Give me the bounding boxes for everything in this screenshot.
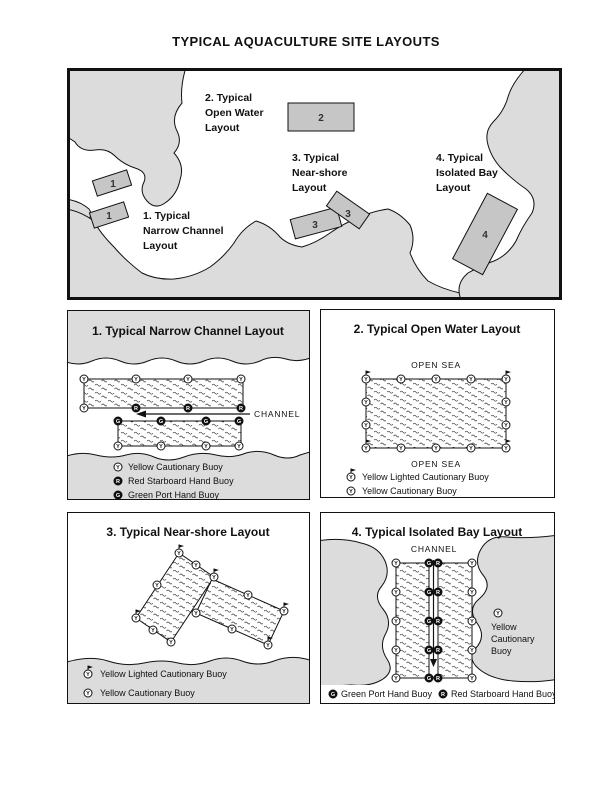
legend-label: Yellow Cautionary Buoy <box>100 688 195 698</box>
open-water-diagram: 2. Typical Open Water Layout OPEN SEA OP… <box>346 322 521 496</box>
farm-rect-lower <box>117 420 242 447</box>
land-shape-bottom <box>68 450 309 499</box>
narrow-channel-diagram: 1. Typical Narrow Channel Layout CHANNEL… <box>68 311 309 499</box>
site-number: 2 <box>318 113 324 124</box>
farm-rect-left <box>395 562 430 679</box>
channel-label: CHANNEL <box>411 544 457 554</box>
legend-label: Green Port Hand Buoy <box>341 689 433 699</box>
legend-label: Red Starboard Hand Buoy <box>451 689 554 699</box>
panel-title: 4. Typical Isolated Bay Layout <box>352 525 523 539</box>
legend-label: Yellow Lighted Cautionary Buoy <box>362 472 489 482</box>
panel-narrow-channel: 1. Typical Narrow Channel Layout CHANNEL… <box>67 310 310 500</box>
panel-title: 1. Typical Narrow Channel Layout <box>92 324 284 338</box>
site-rect-3b <box>325 190 371 230</box>
farm-rect-left <box>135 552 215 643</box>
panel-title: 3. Typical Near-shore Layout <box>106 525 269 539</box>
site-rect-4 <box>451 192 519 276</box>
overview-label-1: 1. Typical Narrow Channel Layout <box>143 210 226 252</box>
land-shape-bottom <box>68 656 309 703</box>
farm-rect-right <box>437 562 473 679</box>
legend-label: Yellow Lighted Cautionary Buoy <box>100 669 227 679</box>
legend: Yellow Lighted Cautionary Buoy Yellow Ca… <box>83 665 227 698</box>
land-shape-left <box>321 538 391 688</box>
farm-rect <box>365 378 507 449</box>
legend: Green Port Hand Buoy Red Starboard Hand … <box>328 689 554 699</box>
near-shore-diagram: 3. Typical Near-shore Layout Yellow Ligh… <box>68 525 309 703</box>
channel-arrowhead <box>430 659 437 667</box>
site-rect-3a <box>289 206 343 240</box>
panel-near-shore: 3. Typical Near-shore Layout Yellow Ligh… <box>67 512 310 704</box>
page-title: TYPICAL AQUACULTURE SITE LAYOUTS <box>172 34 440 49</box>
legend-label: Red Starboard Hand Buoy <box>128 476 234 486</box>
land-shape-upper-left <box>70 71 186 207</box>
legend-label: Yellow Cautionary Buoy <box>128 462 223 472</box>
overview-label-3: 3. Typical Near-shore Layout <box>292 152 350 194</box>
site-number: 1 <box>106 211 112 222</box>
overview-label-2: 2. Typical Open Water Layout <box>205 92 266 134</box>
legend-label: Green Port Hand Buoy <box>128 490 220 499</box>
site-number: 1 <box>110 179 116 190</box>
channel-label: CHANNEL <box>254 409 300 419</box>
callout-line: Cautionary <box>491 634 535 644</box>
farm-rect-right <box>195 578 285 646</box>
open-sea-label-bottom: OPEN SEA <box>411 459 461 469</box>
site-number: 3 <box>312 220 318 231</box>
site-rect-1a <box>91 169 133 197</box>
site-number: 3 <box>345 209 351 220</box>
site-number: 4 <box>482 230 488 241</box>
land-shape-right <box>471 535 554 683</box>
site-rect-1b <box>88 201 130 229</box>
site-rect-2 <box>287 102 355 132</box>
panel-title: 2. Typical Open Water Layout <box>354 322 521 336</box>
legend-band <box>321 685 554 703</box>
land-shape-top <box>68 311 309 365</box>
panel-open-water: 2. Typical Open Water Layout OPEN SEA OP… <box>320 309 555 498</box>
callout-line: Buoy <box>491 646 512 656</box>
overview-label-4: 4. Typical Isolated Bay Layout <box>436 152 501 194</box>
open-sea-label-top: OPEN SEA <box>411 360 461 370</box>
farm-rect-upper <box>83 378 244 409</box>
isolated-bay-diagram: 4. Typical Isolated Bay Layout CHANNEL Y… <box>321 525 554 703</box>
yellow-cautionary-callout: Yellow Cautionary Buoy <box>491 608 535 656</box>
legend: Yellow Cautionary Buoy Red Starboard Han… <box>113 462 234 499</box>
callout-line: Yellow <box>491 622 517 632</box>
channel-arrowhead <box>136 410 146 418</box>
legend-label: Yellow Cautionary Buoy <box>362 486 457 496</box>
panel-isolated-bay: 4. Typical Isolated Bay Layout CHANNEL Y… <box>320 512 555 704</box>
land-shape-bottom <box>70 208 463 297</box>
overview-map: 1 1 2 3 3 4 1. Typical Narrow Channel La… <box>70 71 559 297</box>
legend: Yellow Lighted Cautionary Buoy Yellow Ca… <box>346 468 489 496</box>
overview-map-panel: 1 1 2 3 3 4 1. Typical Narrow Channel La… <box>67 68 562 300</box>
